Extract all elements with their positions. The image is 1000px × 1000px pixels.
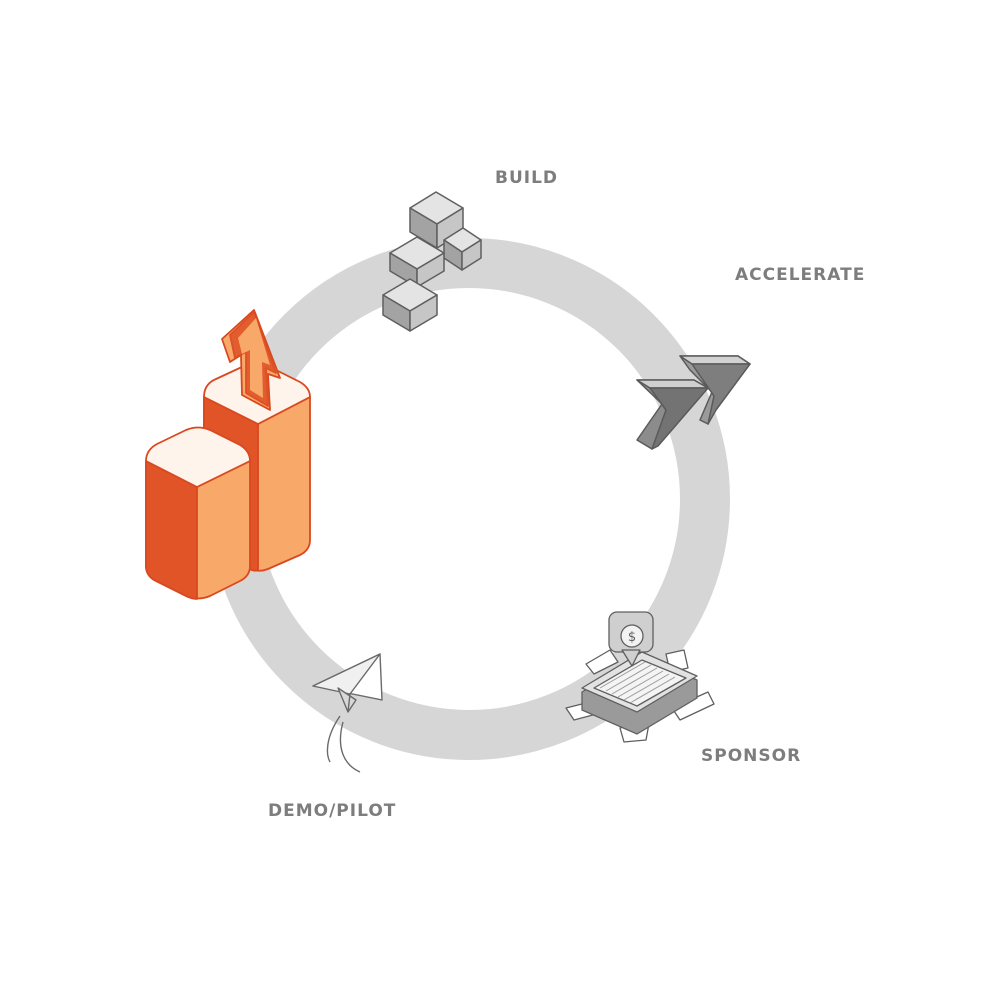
stacked-blocks-icon [382, 191, 482, 332]
stage-label-demo-pilot: DEMO/PILOT [268, 801, 397, 821]
dollar-sign-glyph: $ [628, 630, 636, 645]
briefcase-money-icon: $ [565, 611, 715, 743]
stage-label-accelerate: ACCELERATE [735, 265, 866, 285]
growth-bars-arrow-icon [145, 309, 311, 600]
double-arrow-icon [636, 355, 751, 450]
stage-label-sponsor: SPONSOR [701, 746, 802, 766]
paper-plane-icon [312, 653, 383, 773]
stage-label-build: BUILD [495, 168, 559, 188]
